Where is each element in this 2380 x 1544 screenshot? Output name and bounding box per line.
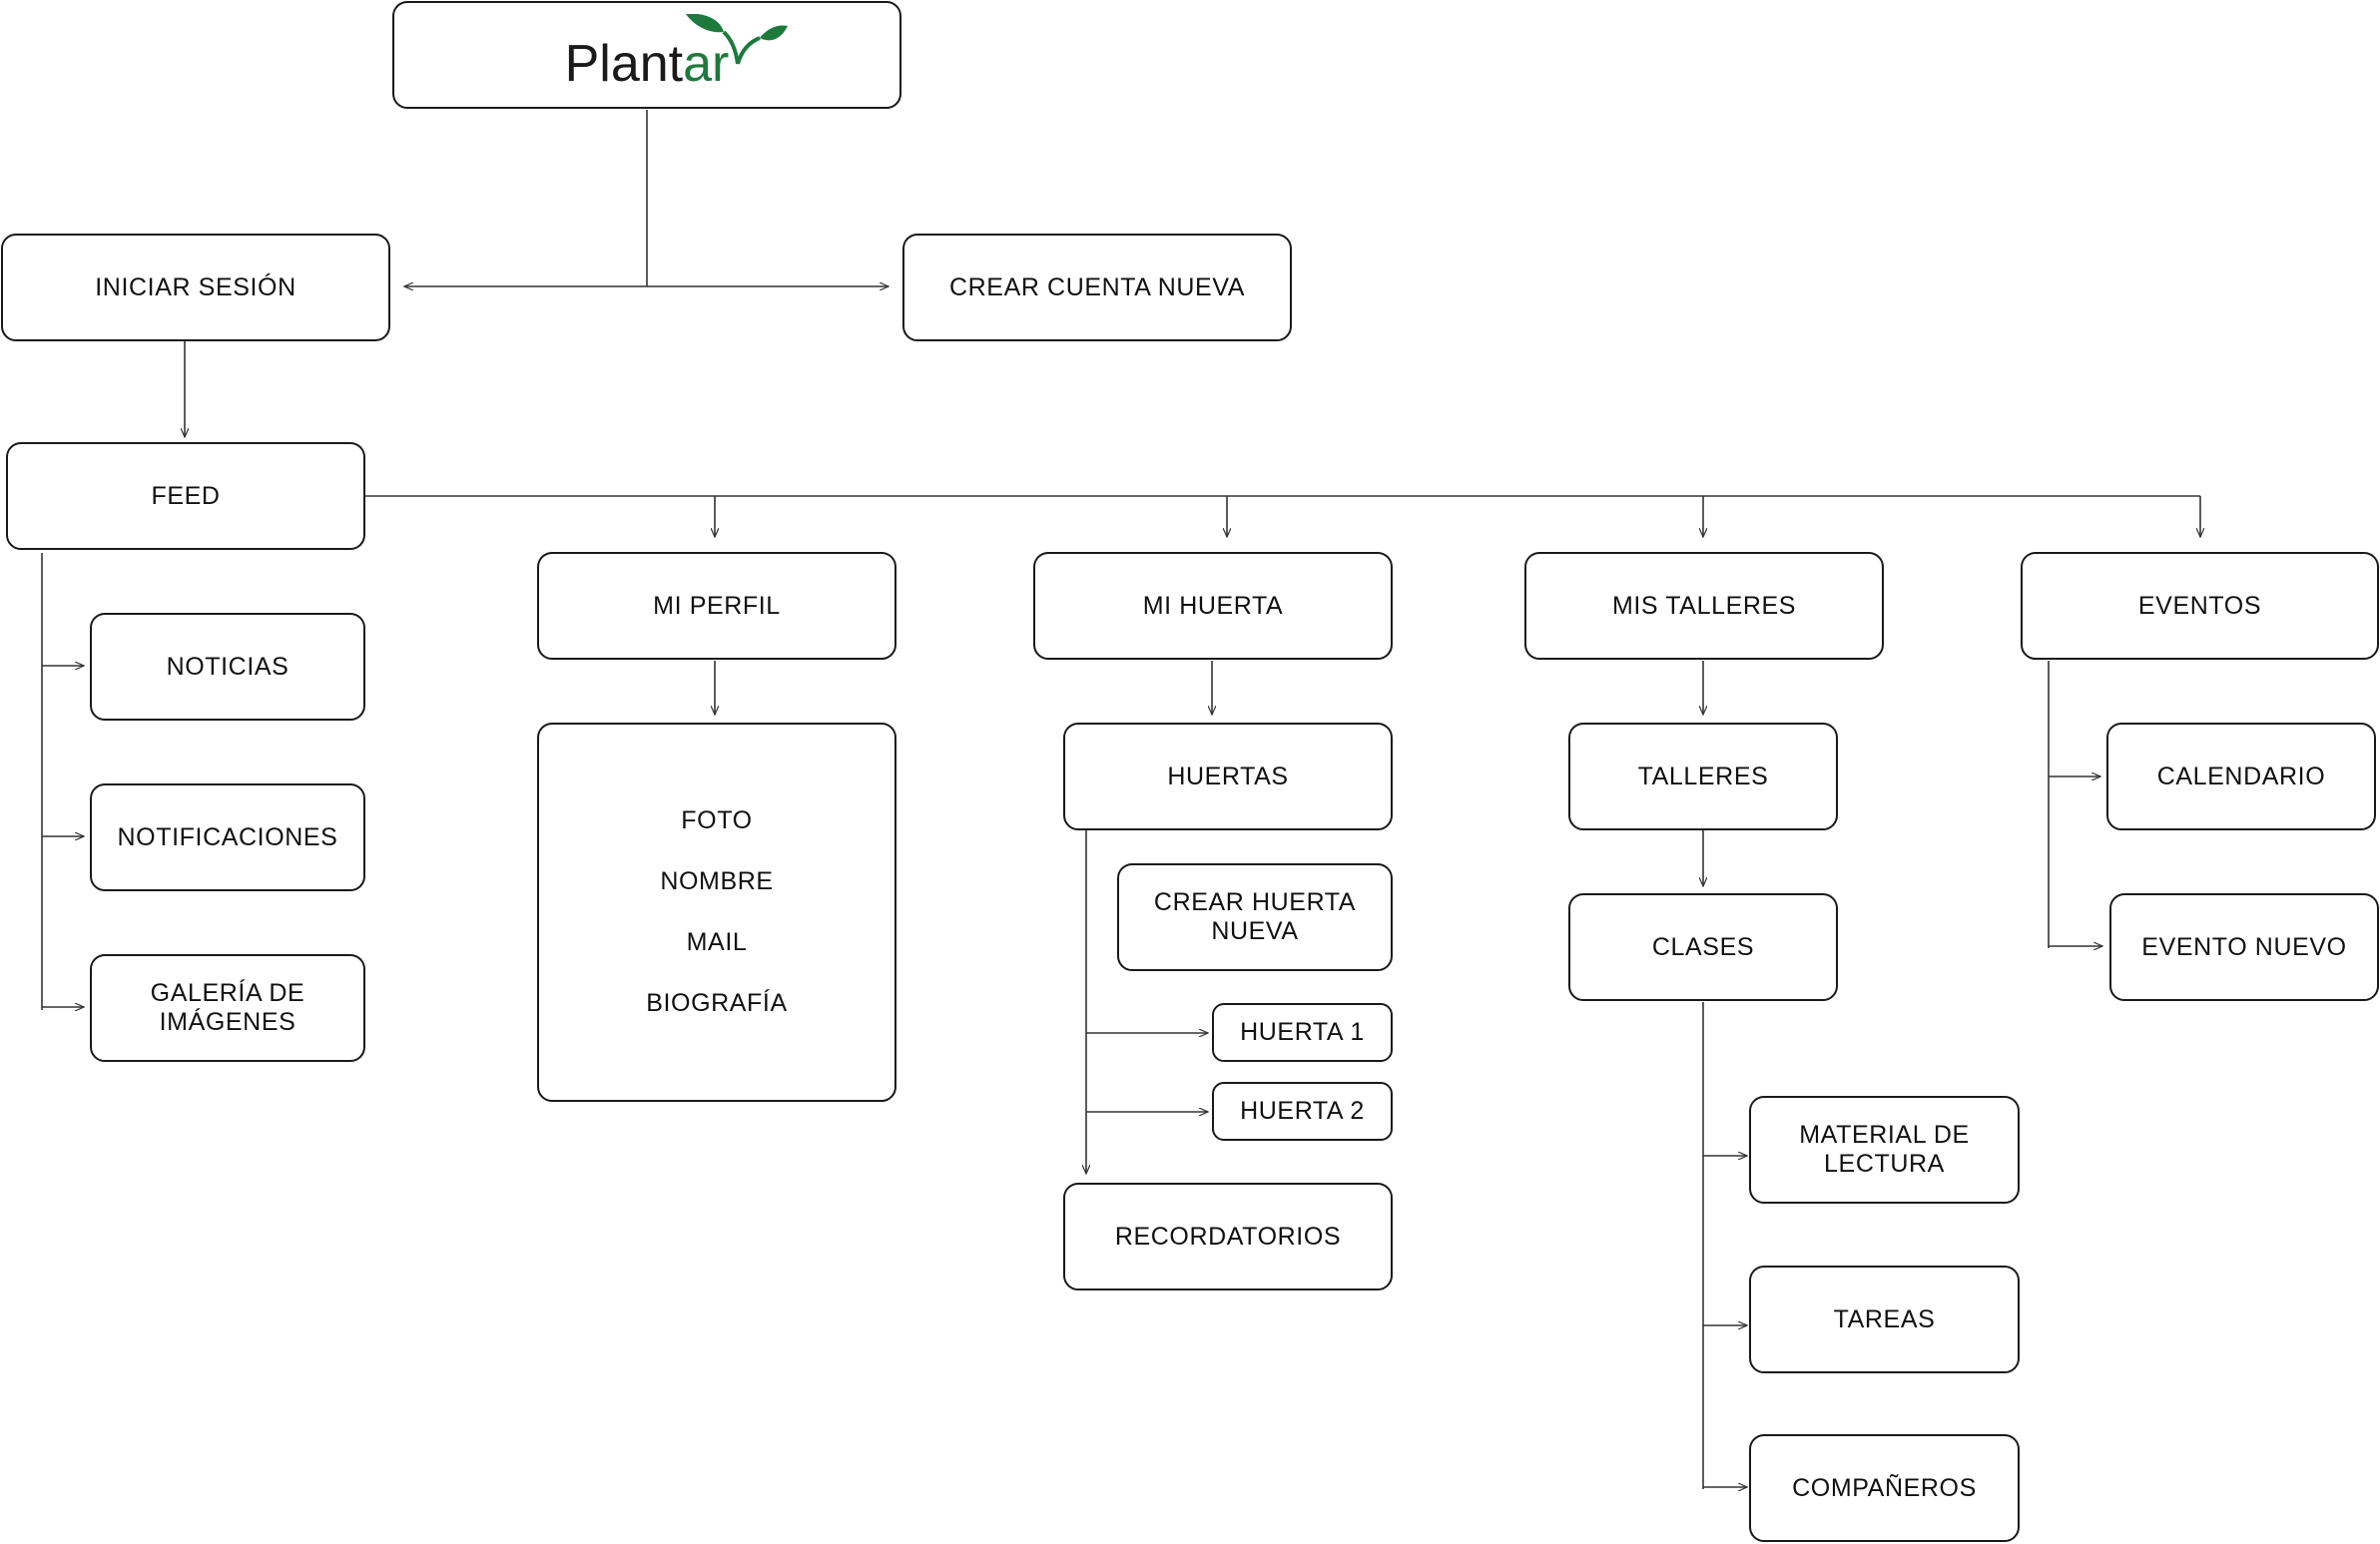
logo-box: Plantar [392,1,901,109]
node-gallery[interactable]: GALERÍA DE IMÁGENES [90,954,365,1062]
node-gardens[interactable]: HUERTAS [1063,723,1393,830]
plantar-logo: Plantar [565,13,788,90]
logo-text-ar: ar [683,34,730,93]
logo-text-plant: Plant [564,34,684,93]
node-my-workshops[interactable]: MIS TALLERES [1524,552,1884,660]
node-new-event[interactable]: EVENTO NUEVO [2109,893,2379,1001]
profile-fields-box: FOTO NOMBRE MAIL BIOGRAFÍA [537,723,896,1102]
node-garden-1[interactable]: HUERTA 1 [1212,1003,1393,1062]
node-garden-2[interactable]: HUERTA 2 [1212,1082,1393,1141]
node-signup[interactable]: CREAR CUENTA NUEVA [902,234,1292,341]
node-events[interactable]: EVENTOS [2021,552,2379,660]
sprout-leaves-icon [685,13,788,65]
field-bio: BIOGRAFÍA [646,989,788,1017]
node-classmates[interactable]: COMPAÑEROS [1749,1434,2020,1542]
node-my-garden[interactable]: MI HUERTA [1033,552,1393,660]
node-feed[interactable]: FEED [6,442,365,550]
node-reminders[interactable]: RECORDATORIOS [1063,1183,1393,1290]
node-workshops[interactable]: TALLERES [1568,723,1838,830]
node-notifications[interactable]: NOTIFICACIONES [90,783,365,891]
node-new-garden[interactable]: CREAR HUERTA NUEVA [1117,863,1393,971]
node-calendar[interactable]: CALENDARIO [2106,723,2376,830]
node-login[interactable]: INICIAR SESIÓN [1,234,390,341]
node-classes[interactable]: CLASES [1568,893,1838,1001]
node-profile[interactable]: MI PERFIL [537,552,896,660]
field-name: NOMBRE [660,867,774,895]
node-reading-material[interactable]: MATERIAL DE LECTURA [1749,1096,2020,1204]
node-tasks[interactable]: TAREAS [1749,1266,2020,1373]
field-mail: MAIL [686,928,748,956]
node-news[interactable]: NOTICIAS [90,613,365,721]
field-photo: FOTO [681,806,753,834]
